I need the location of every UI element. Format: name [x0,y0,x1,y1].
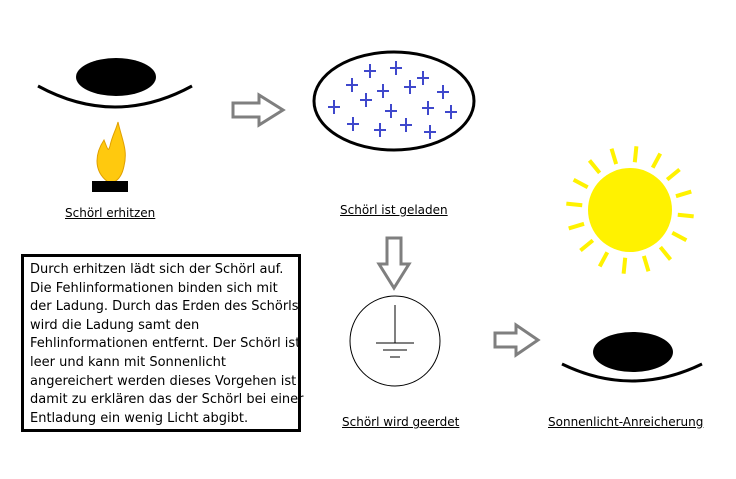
plus-charge-icon [385,104,397,118]
sun-ray [572,177,589,190]
plus-charge-icon [424,125,436,139]
plus-charge-icon [364,64,376,78]
plus-charge-icon [346,78,358,92]
description-line: angereichert werden dieses Vorgehen ist [30,373,297,389]
sun-ray [621,257,628,274]
arrow-down-icon [376,236,412,291]
description-line: wird die Ladung samt den [30,317,200,333]
sun-ray [658,245,673,261]
plus-charge-icon [437,85,449,99]
arrow-right-icon [493,322,541,358]
sun-ray [566,201,583,208]
sun-ray [671,230,688,243]
sun-ray [597,251,610,268]
plus-charge-icon [347,117,359,131]
plus-charge-icon [374,123,386,137]
plus-charge-icon [328,100,340,114]
sun-ray [675,189,692,199]
ground-symbol-icon [349,295,441,387]
plus-charge-icon [417,71,429,85]
plus-charge-icon [422,101,434,115]
charged-stone [312,50,476,152]
description-line: der Ladung. Durch das Erden des Schörls [30,299,299,315]
description-line: Durch erhitzen lädt sich der Schörl auf. [30,262,284,277]
sun-ray [665,167,681,182]
label-charged: Schörl ist geladen [340,203,448,217]
description-line: Entladung ein wenig Licht abgibt. [30,410,249,426]
label-heat: Schörl erhitzen [65,206,156,220]
sun-ray [579,238,595,253]
label-enrich: Sonnenlicht-Anreicherung [548,415,704,429]
enriched-stone [561,332,703,383]
sun-ray [587,159,602,175]
description-line: leer und kann mit Sonnenlicht [30,354,226,370]
sun-ray [609,148,619,165]
plus-charge-icon [404,80,416,94]
plus-charge-icon [390,61,402,75]
arrow-right-icon [231,92,286,128]
flame-icon [92,121,128,192]
description-box: Durch erhitzen lädt sich der Schörl auf.… [21,254,304,432]
sun-ray [677,212,694,219]
description-line: damit zu erklären das der Schörl bei ein… [30,392,304,408]
plus-charge-icon [400,118,412,132]
plus-charge-icon [445,105,457,119]
label-grounded: Schörl wird geerdet [342,415,460,429]
description-line: Die Fehlinformationen binden sich mit [30,280,278,296]
sun-ray [632,146,639,163]
sun-icon [566,146,694,274]
sun-ray [568,221,585,231]
sun-ray [650,152,663,169]
heating-stone [37,58,193,109]
description-line: Fehlinformationen entfernt. Der Schörl i… [30,336,301,352]
plus-charge-icon [360,93,372,107]
plus-charge-icon [377,84,389,98]
sun-ray [641,255,651,272]
